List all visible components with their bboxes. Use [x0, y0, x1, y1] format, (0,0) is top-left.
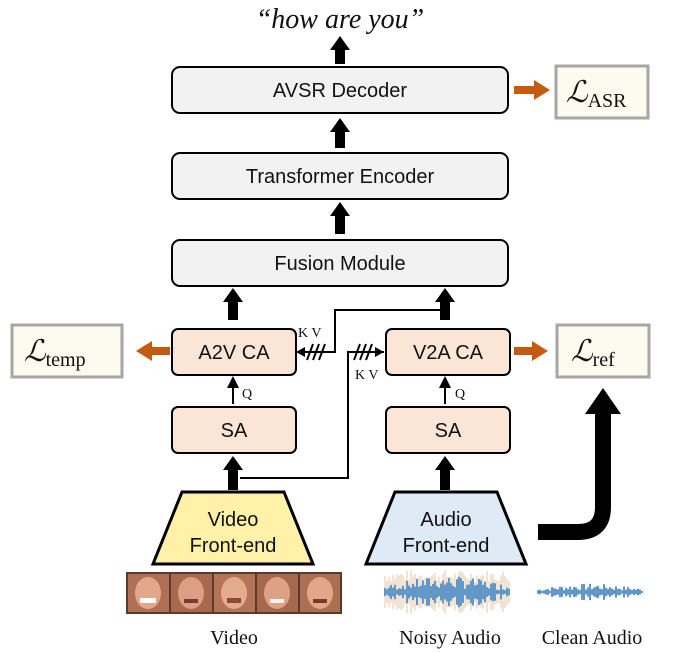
- video-frame: [171, 574, 212, 612]
- video-frame: [214, 574, 255, 612]
- kv-label-right: K V: [355, 368, 378, 383]
- audio-frontend-line2: Front-end: [403, 535, 490, 557]
- noisy-audio-label: Noisy Audio: [399, 627, 501, 649]
- loss-temp-symbol: ℒ: [24, 334, 47, 369]
- fusion-module-label: Fusion Module: [274, 253, 405, 275]
- sa-left-block: SA: [171, 406, 297, 454]
- ref-curved-arrow: [538, 388, 621, 540]
- video-frontend-line2: Front-end: [190, 535, 277, 557]
- a2v-ca-label: A2V CA: [198, 342, 270, 364]
- avsr-decoder-label: AVSR Decoder: [273, 80, 407, 102]
- audio-frontend-line1: Audio: [420, 509, 471, 531]
- video-input-label: Video: [210, 627, 258, 649]
- q-label-right: Q: [455, 387, 465, 402]
- query-arrows: [227, 376, 451, 404]
- kv-label-left: K V: [298, 326, 321, 341]
- noisy-audio-waveform: [384, 570, 510, 614]
- loss-asr-subscript: ASR: [588, 90, 628, 112]
- transformer-encoder-block: Transformer Encoder: [171, 152, 509, 200]
- loss-temp-subscript: temp: [46, 349, 86, 371]
- loss-ref-subscript: ref: [593, 349, 616, 371]
- svg-text:ℒtemp: ℒtemp: [24, 334, 86, 371]
- loss-asr-box: ℒASR: [554, 64, 650, 120]
- video-frame: [257, 574, 298, 612]
- v2a-ca-block: V2A CA: [385, 328, 511, 376]
- sa-right-block: SA: [385, 406, 511, 454]
- audio-frontend-block: Audio Front-end: [363, 490, 529, 566]
- video-frames: [126, 572, 342, 614]
- svg-text:ℒref: ℒref: [571, 334, 615, 371]
- sa-right-label: SA: [435, 420, 462, 442]
- output-transcript: “how are you”: [256, 4, 425, 35]
- loss-ref-box: ℒref: [555, 323, 651, 379]
- video-frame: [300, 574, 340, 612]
- sa-left-label: SA: [221, 420, 248, 442]
- loss-asr-symbol: ℒ: [566, 75, 589, 110]
- clean-audio-label: Clean Audio: [542, 627, 643, 649]
- fusion-module-block: Fusion Module: [171, 239, 509, 287]
- a2v-ca-block: A2V CA: [171, 328, 297, 376]
- transformer-encoder-label: Transformer Encoder: [246, 166, 435, 188]
- v2a-ca-label: V2A CA: [413, 342, 484, 364]
- video-frame: [128, 574, 169, 612]
- loss-arrows: [136, 80, 550, 361]
- svg-text:ℒASR: ℒASR: [566, 75, 627, 112]
- loss-temp-box: ℒtemp: [10, 323, 124, 379]
- video-frontend-line1: Video: [208, 509, 259, 531]
- video-frontend-block: Video Front-end: [150, 490, 316, 566]
- cross-attention-lines: [240, 309, 445, 479]
- avsr-decoder-block: AVSR Decoder: [171, 66, 509, 114]
- loss-ref-symbol: ℒ: [571, 334, 594, 369]
- q-label-left: Q: [242, 387, 252, 402]
- clean-audio-waveform: [537, 583, 643, 601]
